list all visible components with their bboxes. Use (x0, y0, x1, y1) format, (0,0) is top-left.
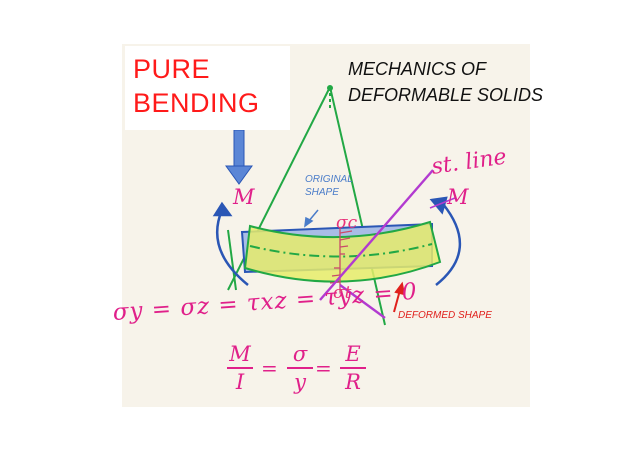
fraction-1-denominator: I (235, 370, 245, 394)
equals-sign-2: = (315, 356, 332, 380)
neutral-axis (249, 243, 433, 258)
equals-sign-1: = (261, 356, 278, 380)
title-box (125, 46, 290, 130)
sigma-t-label: σt (333, 283, 352, 303)
section-line (227, 229, 237, 291)
stress-distribution (329, 228, 353, 292)
moment-label-left: M (233, 185, 255, 209)
subtitle-line-2: DEFORMABLE SOLIDS (348, 85, 544, 105)
title-line-2: BENDING (133, 88, 260, 118)
title-line-1: PURE (133, 54, 211, 84)
original-shape-label: ORIGINAL SHAPE (305, 173, 353, 199)
fraction-2-numerator: σ (292, 342, 308, 366)
original-label-line-2: SHAPE (305, 187, 339, 198)
page-subtitle: MECHANICS OF DEFORMABLE SOLIDS (348, 56, 543, 108)
fraction-2-denominator: y (294, 370, 306, 394)
fraction-3-bar (340, 367, 366, 369)
moment-arrow-left-icon (212, 201, 249, 286)
deformed-pointer-arrow-icon (393, 281, 406, 313)
original-label-line-1: ORIGINAL (305, 174, 353, 185)
deformed-beam-shape (243, 220, 442, 283)
fraction-sigma-over-y: σ y (287, 342, 313, 394)
deformed-shape-label: DEFORMED SHAPE (398, 310, 492, 321)
straight-line-lower (339, 284, 386, 319)
original-pointer-arrow-icon (304, 209, 319, 228)
fraction-2-bar (287, 367, 313, 369)
moment-label-right: M (447, 185, 469, 209)
fraction-1-bar (227, 367, 253, 369)
subtitle-line-1: MECHANICS OF (348, 59, 487, 79)
centre-of-curvature (327, 85, 333, 91)
right-m-tick (429, 197, 456, 209)
fraction-3-denominator: R (345, 370, 361, 394)
straight-line (319, 169, 434, 301)
fraction-m-over-i: M I (227, 342, 253, 394)
fraction-e-over-r: E R (340, 342, 366, 394)
fraction-1-numerator: M (229, 342, 251, 366)
fraction-3-numerator: E (345, 342, 361, 366)
page-title: PURE BENDING (133, 52, 260, 120)
sigma-c-label: σc (336, 213, 358, 233)
down-arrow-icon (225, 129, 253, 185)
